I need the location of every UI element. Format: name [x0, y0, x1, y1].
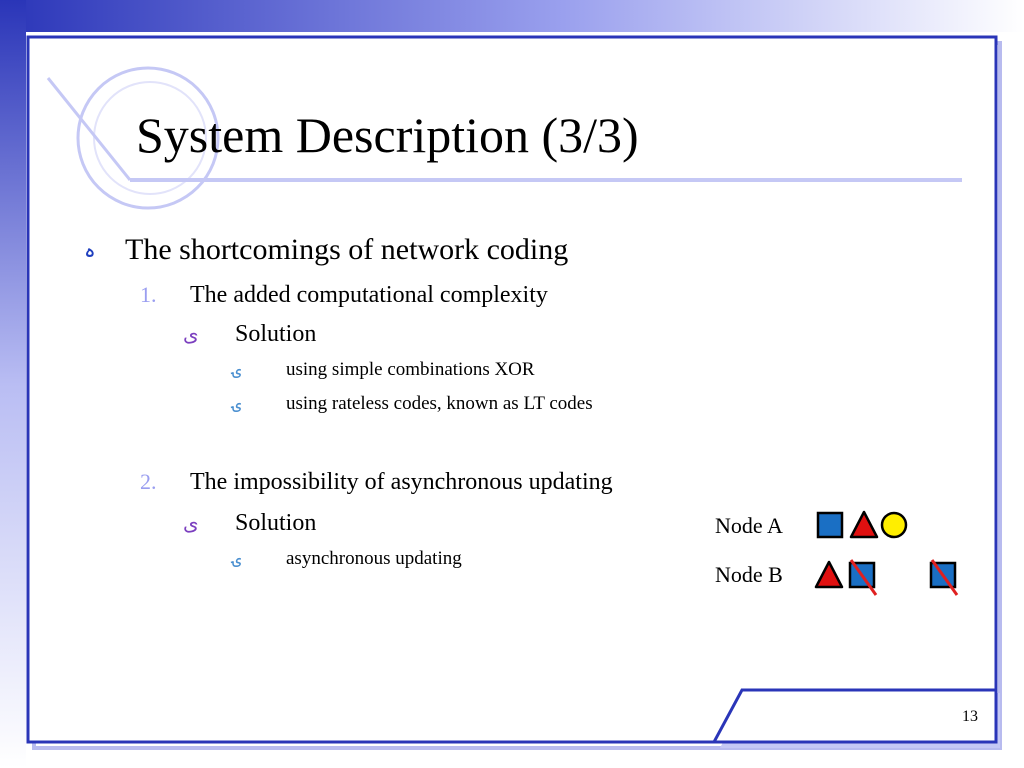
left-gradient-band	[0, 0, 26, 768]
bullet-solution-1: Solution	[235, 321, 317, 347]
bullet-shortcomings: The shortcomings of network coding	[125, 233, 569, 266]
decor-diagonal	[46, 77, 132, 181]
node-b-label: Node B	[715, 562, 783, 587]
node-a-label: Node A	[715, 513, 783, 538]
bullet-computational-complexity: The added computational complexity	[190, 282, 548, 308]
node-a-triangle-packet	[849, 510, 879, 539]
node-diagram	[814, 510, 959, 596]
bullet-marker-level3: ی	[183, 513, 199, 535]
bullet-marker-level1: ہ	[84, 240, 96, 262]
slide-title: System Description (3/3)	[136, 107, 639, 163]
node-b-triangle-packet	[814, 560, 844, 589]
top-gradient-band	[0, 0, 1024, 32]
page-tab	[711, 688, 998, 744]
node-b-strike-line	[930, 559, 959, 596]
node-b-strike-line	[849, 559, 878, 596]
bullet-async-updating: asynchronous updating	[286, 548, 462, 569]
decor-circle-large	[76, 66, 220, 210]
page-number: 13	[962, 708, 978, 725]
bullet-marker-level4: ۍ	[232, 396, 242, 413]
bullet-lt-codes: using rateless codes, known as LT codes	[286, 393, 593, 414]
bullet-marker-level3: ی	[183, 324, 199, 346]
bullet-marker-level4: ۍ	[232, 551, 242, 568]
node-a-square-packet	[816, 511, 844, 539]
bullet-asynchronous-impossibility: The impossibility of asynchronous updati…	[190, 469, 613, 495]
numbered-marker-2: 2.	[140, 469, 157, 494]
bullet-xor: using simple combinations XOR	[286, 359, 535, 380]
bullet-solution-2: Solution	[235, 510, 317, 536]
slide-frame	[26, 35, 998, 744]
node-b-square-packet-crossed	[848, 561, 876, 589]
bullet-marker-level4: ۍ	[232, 362, 242, 379]
node-a-circle-packet	[880, 511, 908, 539]
decor-circle-small	[93, 81, 207, 195]
numbered-marker-1: 1.	[140, 282, 157, 307]
